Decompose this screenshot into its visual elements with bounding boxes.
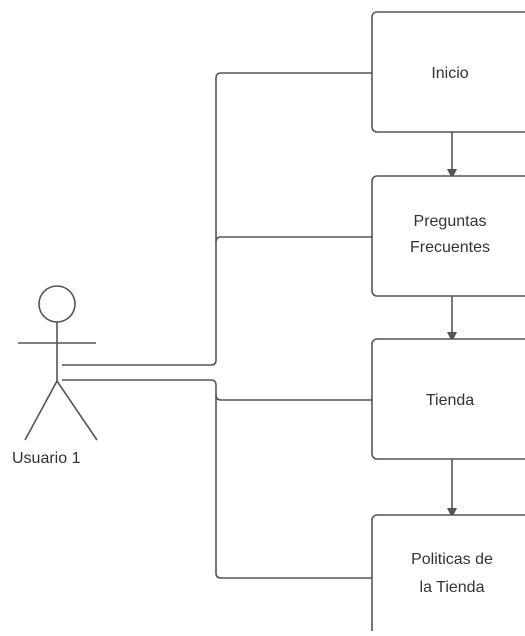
actor-figure (18, 285, 98, 441)
actor-left-leg (24, 380, 58, 441)
connector-tienda (62, 379, 372, 401)
node-label-line-1: Preguntas (414, 213, 487, 230)
node-label: Inicio (431, 65, 468, 82)
node-box (371, 11, 525, 133)
node-label-line-2: Frecuentes (410, 239, 490, 256)
node-inicio: Inicio (371, 11, 525, 133)
connector-politicas (215, 395, 372, 579)
node-tienda: Tienda (371, 338, 525, 460)
node-politicas: Politicas de la Tienda (371, 514, 525, 636)
node-box (371, 338, 525, 460)
connector-inicio (62, 72, 372, 366)
node-label: Tienda (426, 392, 474, 409)
node-label-line-2: la Tienda (420, 579, 485, 596)
node-box (371, 175, 525, 297)
node-label-line-1: Politicas de (411, 551, 493, 568)
connector-preguntas (215, 236, 372, 243)
actor-label: Usuario 1 (12, 450, 81, 467)
actor-head (38, 285, 76, 323)
node-preguntas: Preguntas Frecuentes (371, 175, 525, 297)
actor-connectors (62, 72, 372, 579)
actor-right-leg (56, 380, 98, 441)
node-box (371, 514, 525, 636)
